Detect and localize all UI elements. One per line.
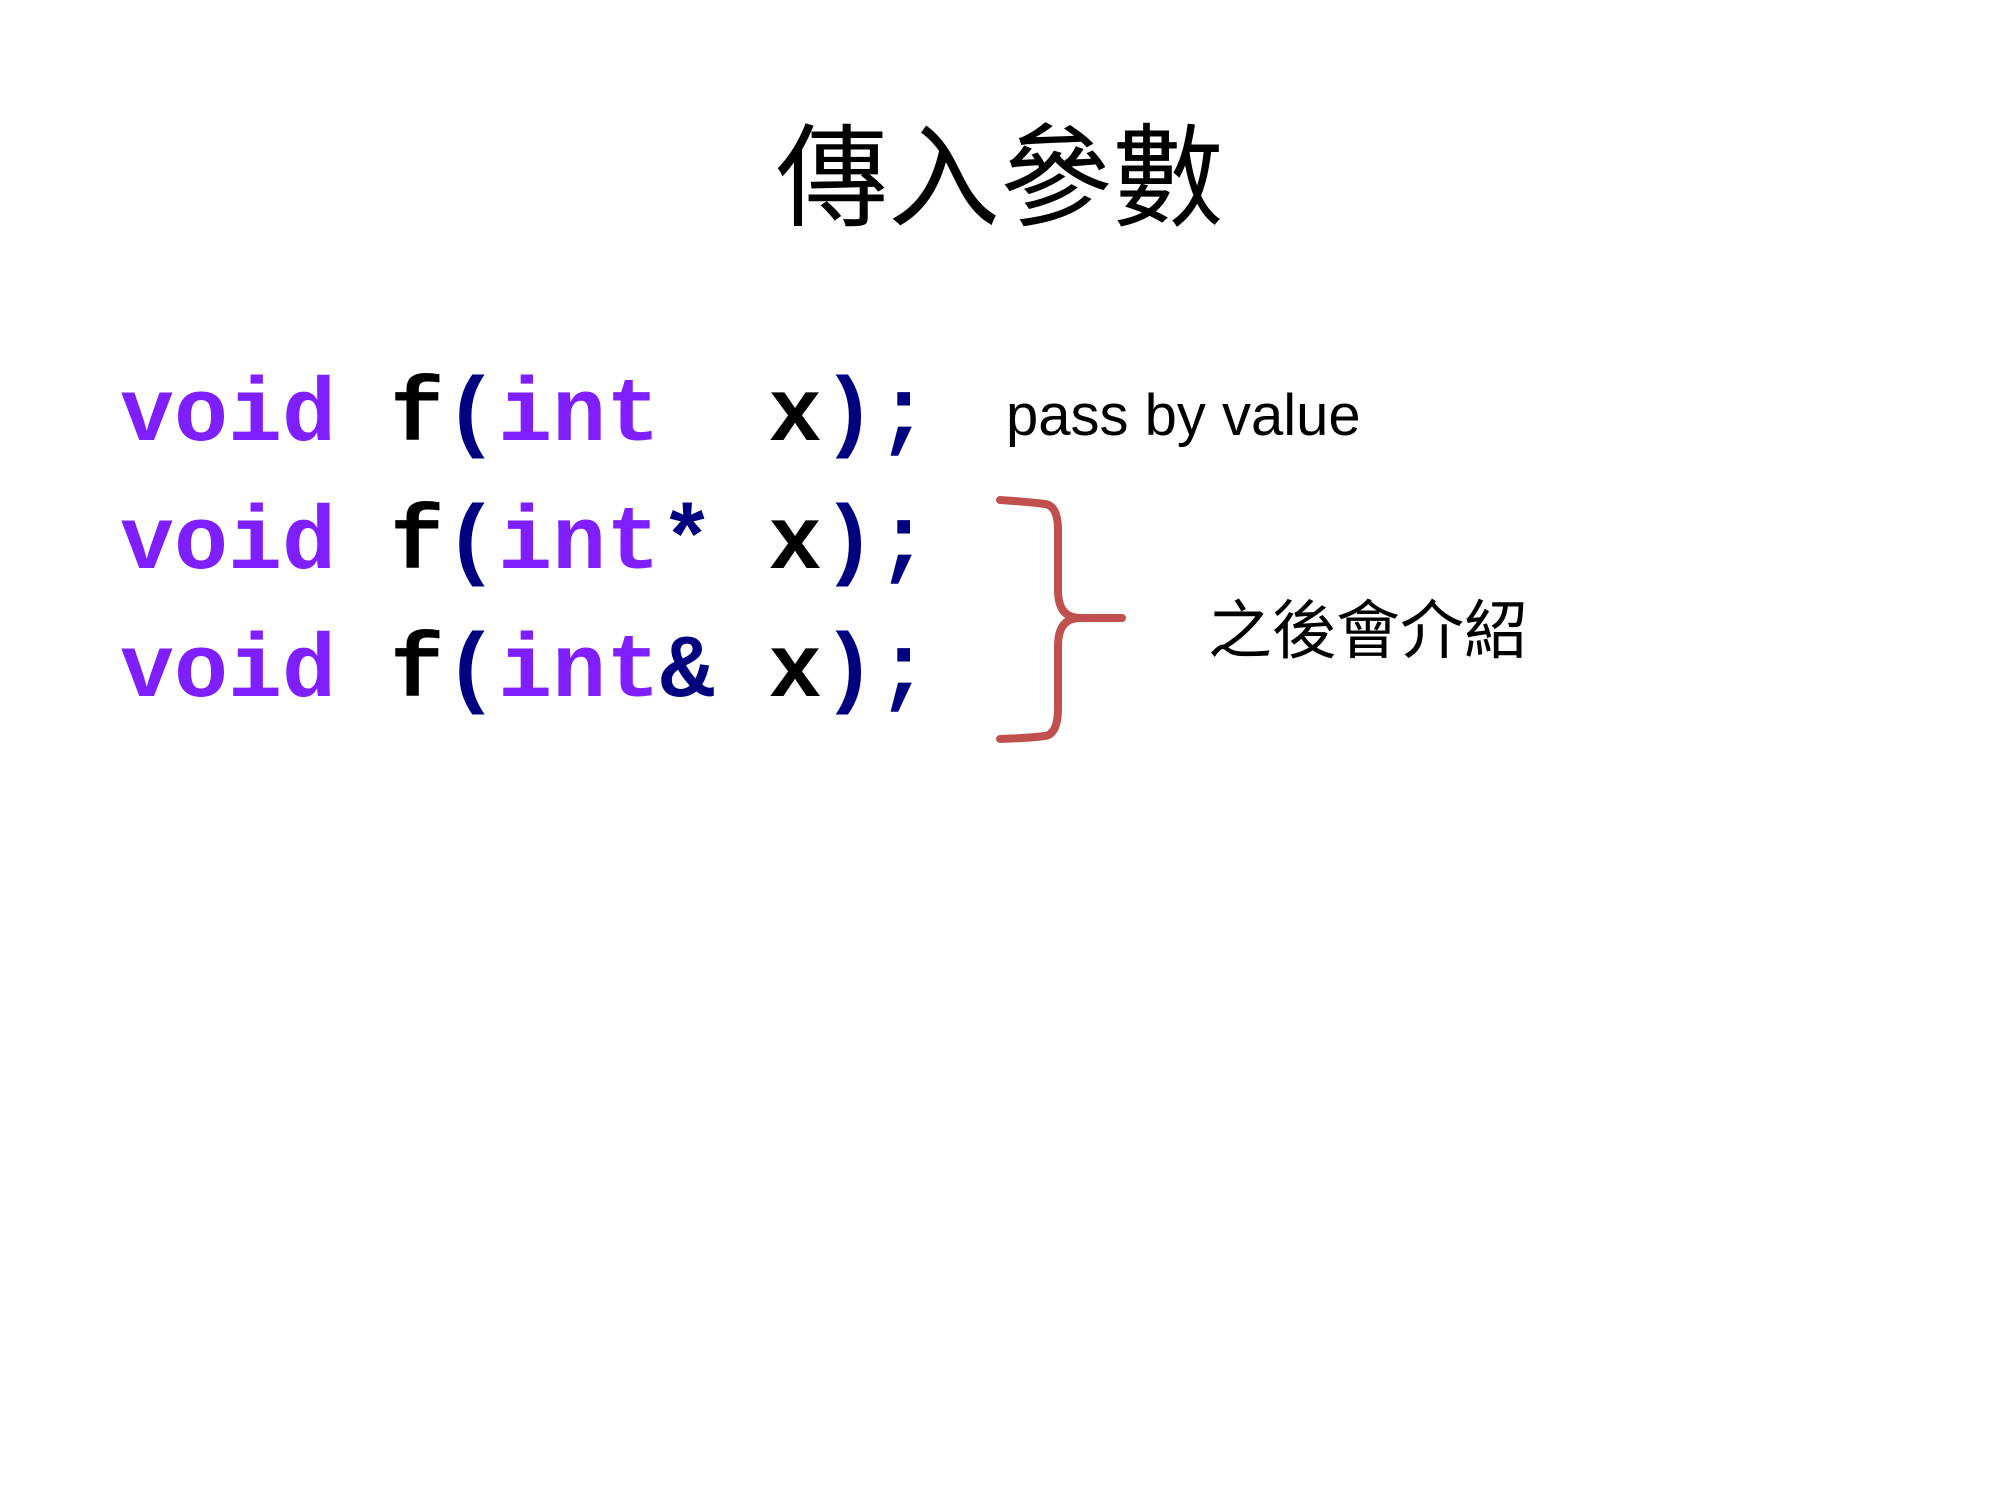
semicolon: ; <box>876 366 931 468</box>
semicolon: ; <box>876 494 931 596</box>
param-name: x <box>768 494 823 596</box>
open-paren: ( <box>444 494 499 596</box>
pointer-modifier: * <box>660 494 715 596</box>
close-paren: ) <box>822 622 877 724</box>
keyword-void: void <box>120 622 337 724</box>
function-name: f <box>390 494 445 596</box>
reference-modifier: & <box>660 622 715 724</box>
pass-by-value-note: pass by value <box>1006 383 1361 448</box>
param-name: x <box>768 366 823 468</box>
function-name: f <box>390 622 445 724</box>
close-paren: ) <box>822 366 877 468</box>
param-name: x <box>768 622 823 724</box>
function-name: f <box>390 366 445 468</box>
code-line-reference: void f(int& x); <box>120 628 930 718</box>
type-int: int <box>498 366 661 468</box>
type-int: int <box>498 494 661 596</box>
type-int: int <box>498 622 661 724</box>
code-line-pass-by-value: void f(int x); <box>120 372 930 462</box>
later-note: 之後會介紹 <box>1208 595 1528 667</box>
code-line-pointer: void f(int* x); <box>120 500 930 590</box>
keyword-void: void <box>120 494 337 596</box>
keyword-void: void <box>120 366 337 468</box>
right-brace-icon <box>996 496 1126 743</box>
close-paren: ) <box>822 494 877 596</box>
open-paren: ( <box>444 622 499 724</box>
slide-title: 傳入參數 <box>776 114 1224 244</box>
semicolon: ; <box>876 622 931 724</box>
open-paren: ( <box>444 366 499 468</box>
